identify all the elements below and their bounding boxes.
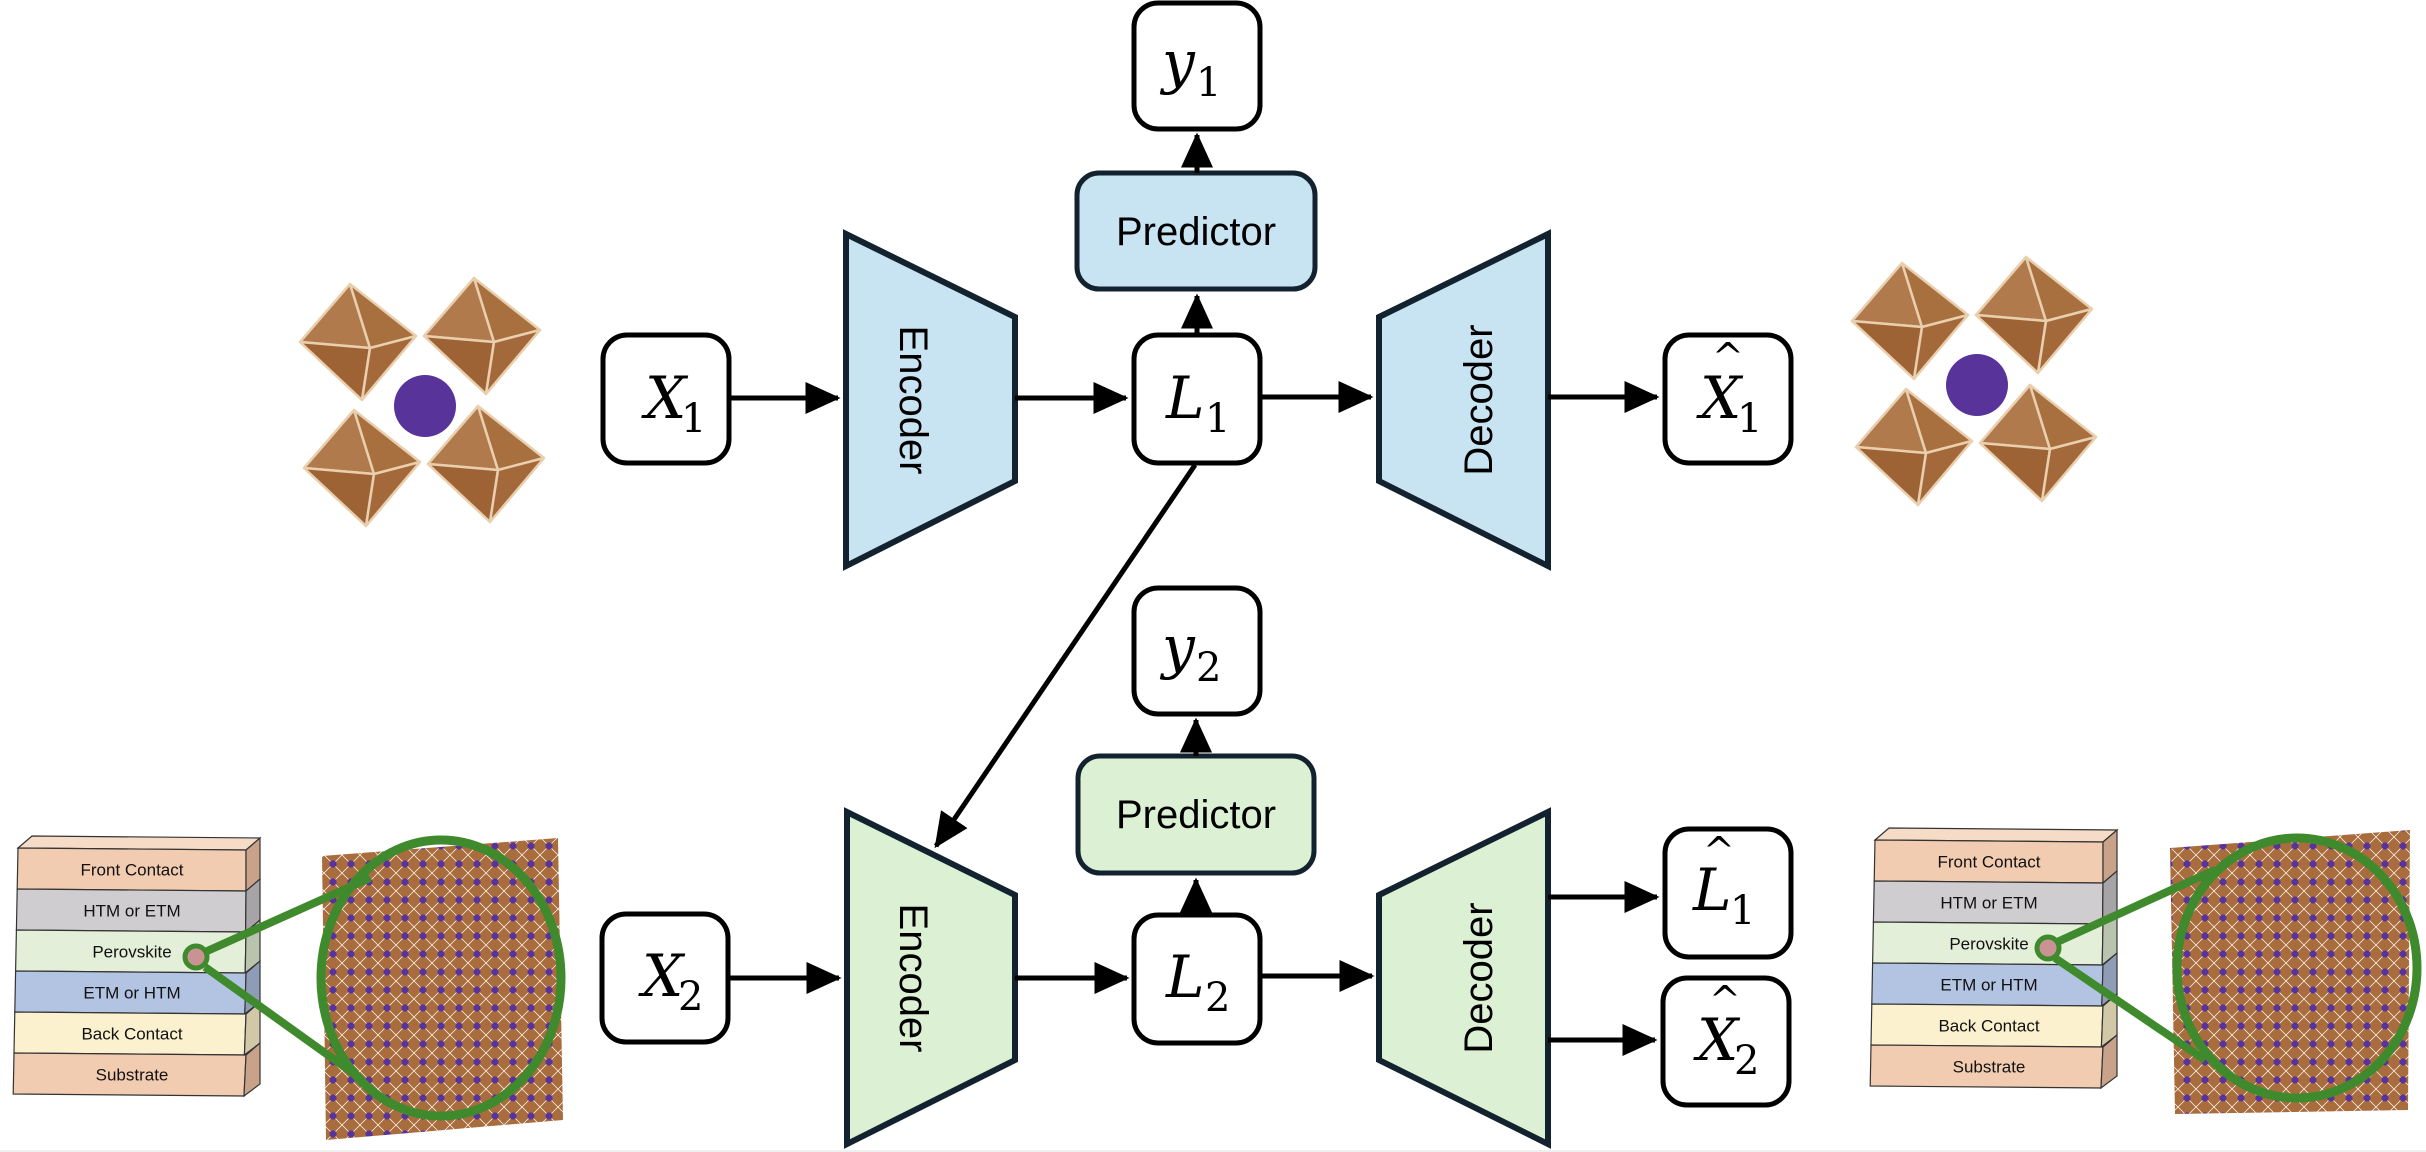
predictor-1[interactable]: Predictor — [1074, 170, 1318, 292]
octahedron-face — [1854, 445, 1928, 507]
bottom-border — [0, 1150, 2426, 1152]
octahedron-face — [360, 334, 418, 402]
input-x2-subscript: 2 — [678, 974, 703, 1020]
stack-layer-label: Front Contact — [81, 861, 184, 880]
stack-layer: HTM or ETM — [15, 877, 261, 934]
stack-layer-label: ETM or HTM — [83, 984, 180, 1003]
stack-layer-label: Back Contact — [81, 1025, 182, 1044]
octahedron-face — [302, 466, 376, 528]
octahedron-face — [364, 460, 422, 528]
decoder-1[interactable]: Decoder — [1376, 229, 1551, 571]
encoder-1[interactable]: Encoder — [843, 229, 1018, 571]
stack-layer: Front Contact — [16, 836, 261, 893]
octahedron — [1850, 261, 1970, 381]
latent-l2-node[interactable]: L 2 — [1131, 912, 1263, 1046]
hat-accent: ^ — [1709, 978, 1741, 1022]
stack-layer: Back Contact — [1870, 992, 2118, 1049]
octahedron — [298, 282, 418, 402]
target-y1-node[interactable]: y 1 — [1131, 0, 1263, 132]
reconstruction-x2hat-subscript: 2 — [1734, 1038, 1759, 1084]
stack-layer-label: Perovskite — [92, 943, 171, 962]
octahedron-face — [1850, 319, 1924, 381]
magnified-lattice — [182, 835, 566, 1140]
decoder-1-label: Decoder — [1457, 324, 1501, 475]
stack-layer: Substrate — [1869, 1033, 2118, 1090]
octahedron-face — [426, 462, 500, 524]
input-x1-node[interactable]: X 1 — [600, 332, 732, 466]
octahedron — [1854, 387, 1974, 507]
reconstruction-l1hat-symbol: L — [1692, 856, 1732, 924]
reconstruction-x2hat-symbol: X — [1693, 1006, 1741, 1074]
octahedron — [1978, 383, 2098, 503]
stack-layer-side — [243, 1041, 261, 1098]
octahedron-face — [298, 340, 372, 402]
target-y2-symbol: y — [1159, 613, 1196, 681]
stack-layer-label: Substrate — [1953, 1058, 2026, 1077]
predictor-2[interactable]: Predictor — [1075, 753, 1317, 876]
target-y1-subscript: 1 — [1196, 60, 1221, 106]
reconstruction-x1hat-symbol: X — [1696, 364, 1744, 432]
latent-l2-symbol: L — [1165, 943, 1205, 1011]
decoder-2-label: Decoder — [1457, 902, 1501, 1053]
stack-layer-label: Perovskite — [1949, 935, 2028, 954]
octahedron-face — [1978, 441, 2052, 503]
octahedron-face — [2040, 435, 2098, 503]
stack-layer: HTM or ETM — [1872, 869, 2118, 926]
target-y2-node[interactable]: y 2 — [1131, 585, 1263, 717]
input-x1-symbol: X — [641, 364, 689, 432]
a-site-cation — [394, 375, 456, 437]
reconstruction-x1hat-subscript: 1 — [1737, 396, 1762, 442]
input-x2-symbol: X — [638, 942, 686, 1010]
encoder-1-label: Encoder — [891, 326, 935, 475]
predictor-1-label: Predictor — [1116, 210, 1276, 254]
stack-layer-side — [2100, 1033, 2118, 1090]
stack-layer-label: HTM or ETM — [83, 902, 180, 921]
hat-accent: ^ — [1703, 829, 1735, 873]
stack-layer-label: ETM or HTM — [1940, 976, 2037, 995]
perovskite-crystal-icon — [298, 276, 546, 528]
input-x1-subscript: 1 — [681, 396, 706, 442]
latent-l1-node[interactable]: L 1 — [1131, 332, 1263, 466]
input-x2-node[interactable]: X 2 — [599, 911, 731, 1045]
predictor-2-label: Predictor — [1116, 793, 1276, 837]
stack-layer-label: Substrate — [96, 1066, 169, 1085]
octahedron-face — [1912, 313, 1970, 381]
stack-layer-label: HTM or ETM — [1940, 894, 2037, 913]
octahedron-face — [488, 456, 546, 524]
latent-l1-subscript: 1 — [1205, 396, 1230, 442]
stack-layer-label: Front Contact — [1938, 853, 2041, 872]
latent-l1-symbol: L — [1165, 364, 1205, 432]
stack-layer: Front Contact — [1873, 828, 2118, 885]
octahedron-face — [2036, 307, 2094, 375]
encoder-2[interactable]: Encoder — [844, 807, 1018, 1149]
octahedron-face — [1916, 439, 1974, 507]
hat-accent: ^ — [1712, 335, 1744, 379]
perovskite-crystal-icon — [1850, 255, 2098, 507]
target-y2-subscript: 2 — [1196, 645, 1221, 691]
stack-layer-label: Back Contact — [1938, 1017, 2039, 1036]
octahedron — [426, 404, 546, 524]
latent-l2-subscript: 2 — [1205, 975, 1230, 1021]
reconstruction-x2hat-node[interactable]: X ^ 2 — [1660, 975, 1792, 1108]
target-y1-symbol: y — [1159, 28, 1196, 96]
decoder-2[interactable]: Decoder — [1376, 807, 1551, 1149]
octahedron — [1974, 255, 2094, 375]
upper-branch: X 1 Encoder L 1 Predictor y 1 — [298, 0, 2098, 571]
arrow-l1-to-encoder-2 — [933, 463, 1198, 849]
a-site-cation — [1946, 354, 2008, 416]
reconstruction-l1hat-subscript: 1 — [1730, 888, 1755, 934]
stack-layer: Substrate — [12, 1041, 261, 1098]
octahedron — [302, 408, 422, 528]
reconstruction-l1hat-node[interactable]: L ^ 1 — [1662, 826, 1794, 960]
magnified-lattice — [2034, 830, 2422, 1114]
octahedron — [422, 276, 542, 396]
octahedron-face — [484, 328, 542, 396]
encoder-2-label: Encoder — [891, 904, 935, 1053]
reconstruction-x1hat-node[interactable]: X ^ 1 — [1662, 332, 1794, 466]
